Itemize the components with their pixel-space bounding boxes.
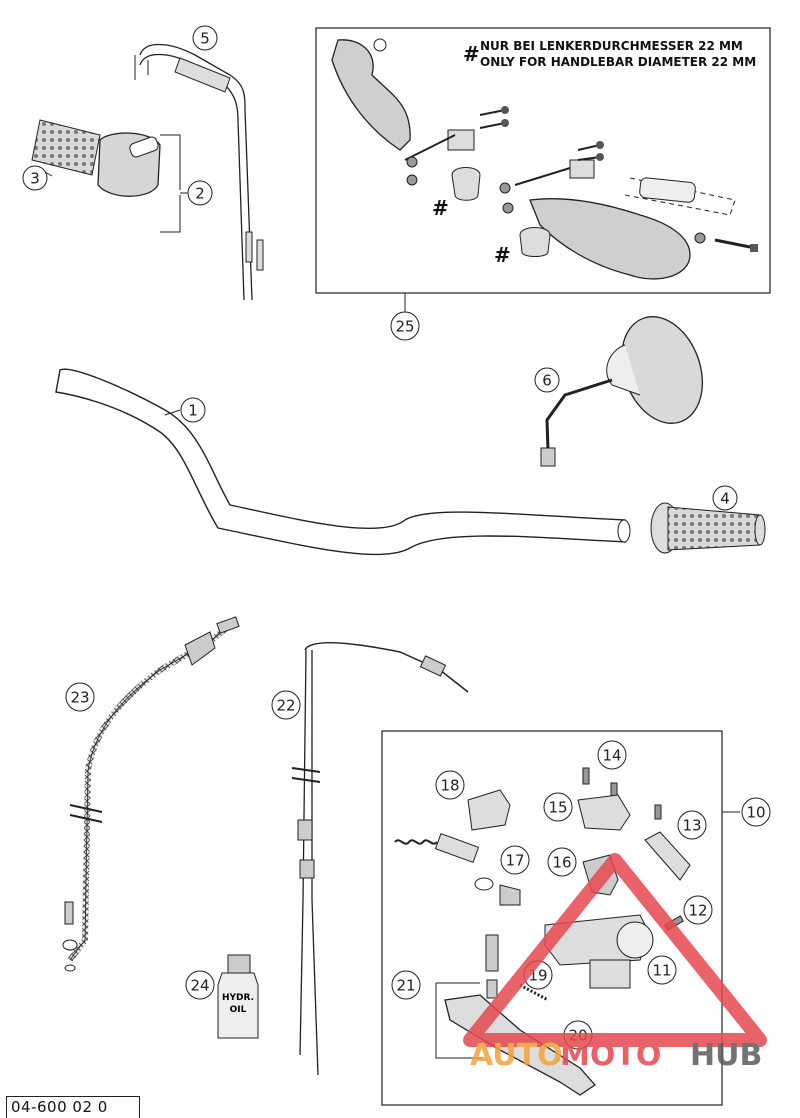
callout-1: 1 [180,397,206,423]
svg-text:21: 21 [396,977,415,995]
callout-10: 10 [741,797,771,827]
svg-text:16: 16 [552,854,571,872]
svg-text:23: 23 [70,689,89,707]
hydraulic-oil-bottle: HYDR. OIL [217,954,259,1039]
svg-text:5: 5 [200,30,210,48]
svg-text:12: 12 [688,902,707,920]
svg-text:6: 6 [542,372,552,390]
svg-text:4: 4 [720,490,730,508]
callout-15: 15 [543,792,573,822]
watermark: AUTO MOTO HUB [463,853,767,1073]
callout-17: 17 [500,845,530,875]
callout-23: 23 [65,682,95,712]
watermark-triangle [463,853,767,1047]
callout-25: 25 [390,311,420,341]
callout-24: 24 [185,970,215,1000]
kit-note-marker: # [463,42,480,66]
callout-13: 13 [677,810,707,840]
watermark-auto: AUTO [470,1038,563,1073]
left-grip [650,502,766,554]
svg-text:10: 10 [746,804,765,822]
right-hand-guard [529,198,691,280]
svg-text:2: 2 [195,185,205,203]
handlebar [55,368,631,556]
callout-22: 22 [271,690,301,720]
callout-12: 12 [683,895,713,925]
svg-text:15: 15 [548,799,567,817]
svg-text:17: 17 [505,852,524,870]
part-18-clamp [467,789,511,831]
left-spacer-sleeve [451,167,481,201]
svg-text:24: 24 [190,977,209,995]
handguard-kit-box: # NUR BEI LENKERDURCHMESSER 22 MM ONLY F… [315,27,771,312]
svg-text:14: 14 [602,747,621,765]
mirror [540,316,704,467]
left-guard-clamp [447,129,475,151]
document-number: 04-600 02 0 [6,1096,140,1118]
oil-bottle-label-2: OIL [230,1005,247,1015]
callout-16: 16 [547,847,577,877]
callout-21: 21 [391,970,421,1000]
kit-note-line-de: NUR BEI LENKERDURCHMESSER 22 MM [480,39,743,53]
svg-text:13: 13 [682,817,701,835]
oil-bottle-label-1: HYDR. [222,993,254,1003]
right-spacer-sleeve [519,227,551,257]
callouts: 1 2 3 4 5 6 10 11 12 13 14 15 16 17 18 1… [22,25,771,1050]
callout-6: 6 [534,367,560,393]
svg-text:1: 1 [188,402,198,420]
kit-note-line-en: ONLY FOR HANDLEBAR DIAMETER 22 MM [480,55,756,69]
left-sleeve-marker: # [432,196,449,220]
callout-5: 5 [192,25,218,51]
svg-text:11: 11 [652,962,671,980]
throttle-cables [134,43,264,301]
callout-11: 11 [647,955,677,985]
left-hand-guard [331,39,411,151]
callout-3: 3 [22,165,48,191]
callout-14: 14 [597,740,627,770]
callout-18: 18 [435,770,465,800]
throttle-grip-assembly [31,119,192,233]
part-15-cover [577,794,631,831]
right-sleeve-marker: # [494,243,511,267]
clutch-hose [62,616,240,972]
callout-4: 4 [712,485,738,511]
svg-text:18: 18 [440,777,459,795]
part-13-adjuster [644,831,691,881]
watermark-hub: HUB [690,1038,762,1073]
cable-22 [291,641,469,1076]
svg-text:25: 25 [395,318,414,336]
callout-2: 2 [187,180,213,206]
svg-text:3: 3 [30,170,40,188]
svg-text:22: 22 [276,697,295,715]
watermark-moto: MOTO [560,1038,661,1073]
